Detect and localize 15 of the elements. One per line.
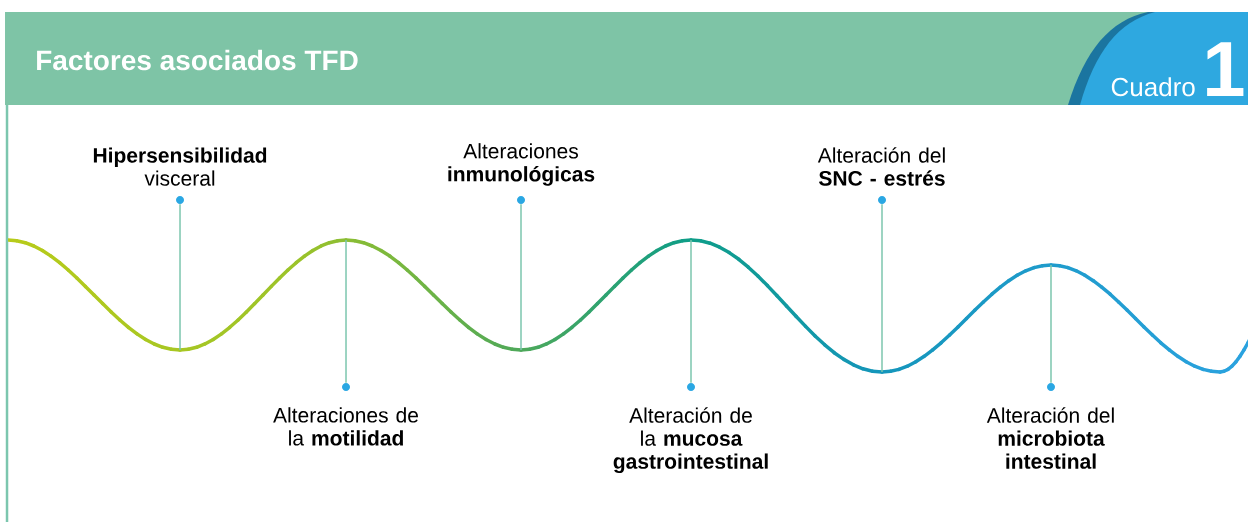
factor-label: Hipersensibilidad visceral	[93, 147, 267, 186]
leader-line	[1050, 264, 1052, 384]
factor-label: Alteración del SNC - estrés	[817, 147, 945, 186]
leader-line	[690, 239, 692, 384]
factor-label: Alteración de la mucosa gastrointestinal	[613, 407, 768, 474]
leader-line	[345, 239, 347, 384]
tab-number: 1	[1207, 42, 1244, 96]
title: Factores asociados TFD	[37, 49, 358, 71]
leader-line	[179, 203, 181, 351]
leader-line	[881, 203, 883, 373]
factor-label: Alteración del microbiota intestinal	[986, 407, 1114, 469]
factor-label: Alteraciones de la motilidad	[273, 407, 418, 446]
tab-label: Cuadro	[1111, 77, 1195, 97]
factor-label: Alteraciones inmunológicas	[448, 143, 595, 186]
leader-line	[520, 203, 522, 351]
